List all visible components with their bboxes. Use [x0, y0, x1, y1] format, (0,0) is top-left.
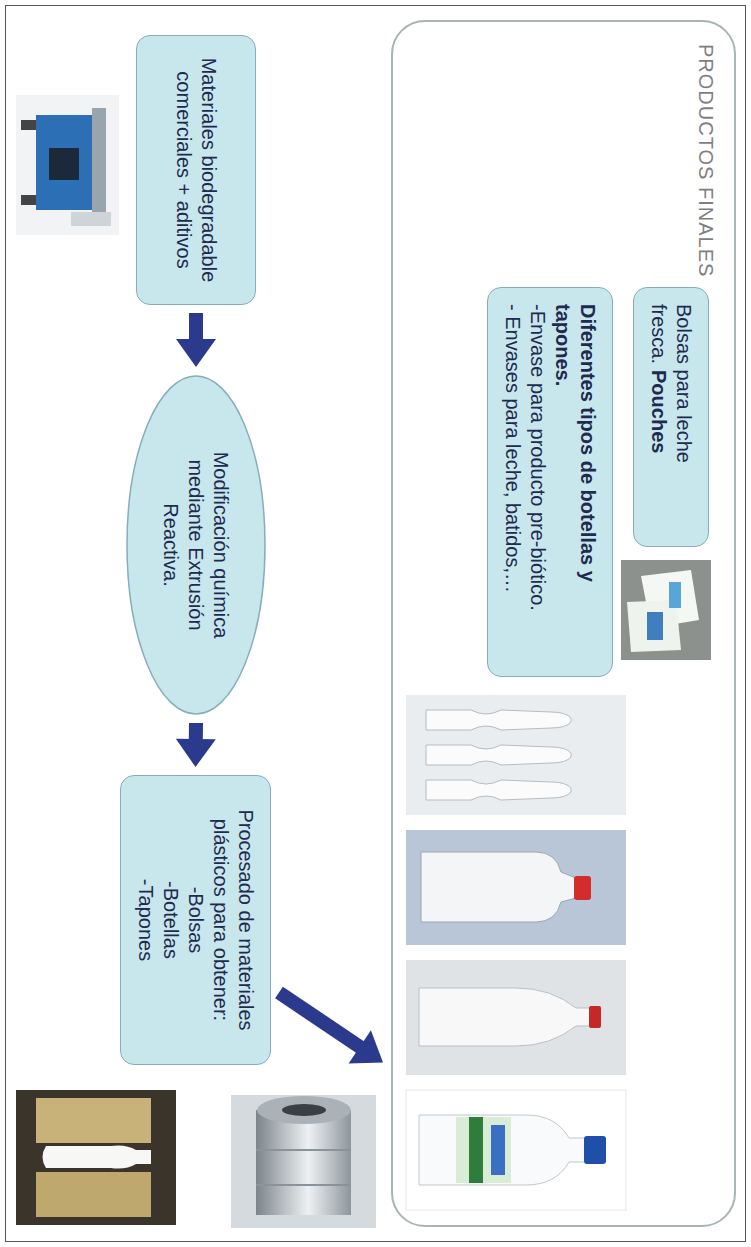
box-text: -Tapones	[134, 792, 159, 1048]
die-ring	[256, 1184, 351, 1186]
milk-jug	[421, 852, 576, 922]
flow-arrow	[176, 313, 216, 367]
small-bottle	[426, 710, 571, 730]
arrow-head	[176, 739, 216, 767]
bottle-photo	[406, 695, 626, 815]
panel-heading: PRODUCTOS FINALES	[693, 44, 718, 1203]
bottle-photo	[406, 830, 626, 945]
arrow-head	[349, 1030, 383, 1063]
photo-ground	[16, 1090, 176, 1225]
extruder-hopper	[71, 212, 111, 226]
box-text: Materiales biodegradable comerciales + a…	[171, 52, 221, 288]
small-bottle	[426, 745, 571, 765]
box-heading: Diferentes tipos de botellas y tapones.	[550, 304, 600, 660]
bottle-label-band	[491, 1125, 505, 1175]
box-heading: Pouches	[648, 370, 670, 453]
photo-ground	[231, 1095, 376, 1228]
arrow-shaft	[189, 313, 203, 341]
bottle-label	[456, 1117, 511, 1183]
die-cylinder	[256, 1110, 351, 1215]
flow-arrow	[176, 723, 216, 767]
small-bottle	[426, 780, 571, 800]
die-face	[257, 1096, 351, 1124]
mold-photo	[16, 1090, 176, 1225]
extruder-leg	[21, 120, 36, 130]
bottle-photo	[406, 1090, 626, 1210]
extruder-photo	[16, 95, 119, 235]
milk-bottle	[419, 988, 591, 1046]
extruder-panel	[49, 148, 79, 180]
box-text: -Bolsas	[184, 792, 209, 1048]
die-photo	[231, 1095, 376, 1228]
box-text: - Envases para leche, batidos,…	[500, 304, 525, 660]
extruder-body	[36, 115, 92, 210]
extruder-leg	[21, 195, 36, 205]
material-box: Materiales biodegradable comerciales + a…	[136, 35, 256, 305]
results-panel: PRODUCTOS FINALESBolsas para leche fresc…	[391, 20, 736, 1227]
arrow-head	[176, 339, 216, 367]
photo-ground	[621, 560, 711, 660]
mold-half	[36, 1172, 151, 1217]
bottle-cap	[584, 1136, 606, 1164]
arrow-shaft	[279, 993, 361, 1048]
flow-arrow	[279, 993, 383, 1064]
process-box: Procesado de materiales plásticos para o…	[121, 775, 272, 1065]
bottle-photo	[406, 960, 626, 1075]
photo-ground	[406, 960, 626, 1075]
bottle-cap	[574, 876, 591, 900]
box-text: Modificación química mediante Extrusión …	[159, 430, 234, 660]
arrow-shaft	[189, 723, 203, 741]
die-opening	[282, 1104, 326, 1116]
photo-ground	[406, 1090, 626, 1210]
box-text: Procesado de materiales plásticos para o…	[209, 792, 259, 1048]
pouch-print	[669, 582, 681, 608]
extruder-barrel	[92, 108, 106, 222]
process-ellipse: Modificación química mediante Extrusión …	[126, 375, 266, 715]
pouch-photo	[621, 560, 711, 660]
product-box: Diferentes tipos de botellas y tapones.-…	[487, 287, 613, 677]
pouch-print	[647, 612, 663, 640]
ellipse-shape	[127, 376, 265, 714]
bottle-label-band	[469, 1117, 483, 1183]
box-text: -Botellas	[159, 792, 184, 1048]
bottle-preform	[43, 1146, 152, 1169]
die-ring	[256, 1149, 351, 1151]
bottle-cap	[589, 1006, 601, 1028]
box-text: -Envase para producto pre-biótico.	[525, 304, 550, 660]
photo-ground	[406, 695, 626, 815]
product-box: Bolsas para leche fresca.Pouches	[633, 287, 709, 547]
white-bottle	[419, 1115, 586, 1185]
photo-ground	[406, 830, 626, 945]
mold-half	[36, 1098, 151, 1143]
photo-ground	[16, 95, 119, 235]
